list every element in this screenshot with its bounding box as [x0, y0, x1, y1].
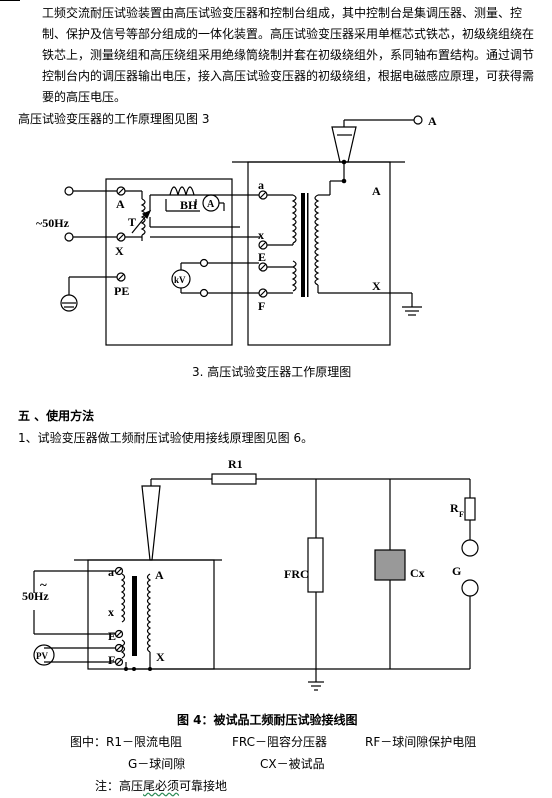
bushing-fig4	[141, 485, 161, 561]
output-A: A	[372, 184, 381, 198]
divider-FRC	[307, 537, 324, 593]
terminal-a: a	[258, 178, 264, 192]
label-50Hz: 50Hz	[22, 589, 49, 603]
legend-g: G－球间隙	[128, 757, 186, 771]
terminal-x: x	[258, 228, 264, 242]
frequency-label: ~50Hz	[36, 216, 70, 230]
label-FRC: FRC	[284, 567, 309, 581]
terminal-A-top: A	[428, 115, 437, 128]
iron-core	[301, 193, 305, 297]
resistor-R1	[211, 473, 257, 485]
top-rule	[0, 0, 20, 1]
label-x: x	[108, 605, 114, 619]
legend-cx: CX－被试品	[260, 757, 325, 771]
ac-symbol: ~	[40, 577, 47, 592]
label-RF: R	[450, 501, 459, 515]
label-Cx: Cx	[410, 566, 425, 580]
transformer-tank-fig4	[87, 559, 215, 670]
label-X: X	[156, 650, 165, 664]
label-G: G	[452, 564, 461, 578]
section5-item1: 1、试验变压器做工频耐压试验使用接线原理图见图 6。	[18, 431, 314, 445]
label-RF-subscript: F	[459, 510, 464, 519]
ammeter-label: A	[207, 199, 215, 210]
voltmeter-PV	[33, 644, 55, 666]
voltmeter-kV-label: kV	[174, 275, 186, 285]
legend-r1: 图中：R1－限流电阻	[70, 735, 182, 749]
figure4-caption: 图 4：被试品工频耐压试验接线图	[177, 713, 358, 727]
grounding-note: 注：高压尾必须可靠接地	[95, 777, 227, 794]
label-PV: PV	[36, 651, 48, 661]
label-F: F	[108, 653, 115, 667]
bushing	[331, 126, 357, 163]
note-prefix: 注：高压	[95, 779, 144, 793]
figure3-reference: 高压试验变压器的工作原理图见图 3	[18, 112, 210, 126]
legend-frc: FRC－阻容分压器	[232, 735, 328, 749]
intro-text: 工频交流耐压试验装置由高压试验变压器和控制台组成，其中控制台是集调压器、测量、控…	[42, 6, 535, 104]
control-box	[105, 178, 233, 346]
terminal-E: E	[258, 250, 266, 264]
section5-heading: 五 、使用方法	[18, 409, 95, 423]
label-R1: R1	[228, 457, 243, 471]
current-transformer-BH: BH	[180, 198, 198, 212]
terminal-PE: PE	[114, 284, 129, 298]
iron-core-fig4	[132, 576, 137, 656]
figure3-caption: 3. 高压试验变压器工作原理图	[192, 365, 352, 379]
transformer-tank	[247, 161, 391, 346]
terminal-X-left: X	[115, 244, 124, 258]
note-suffix: 可靠接地	[179, 779, 228, 793]
terminal-F: F	[258, 299, 265, 313]
sphere-gap-bottom	[461, 579, 479, 597]
figure4-diagram: R1 R F FRC Cx G ~ 50Hz a x E F A X PV	[22, 457, 479, 691]
terminal-A-left: A	[116, 197, 125, 211]
label-E: E	[108, 629, 116, 643]
legend-rf: RF－球间隙保护电阻	[365, 735, 477, 749]
label-a: a	[108, 565, 114, 579]
label-A: A	[155, 568, 164, 582]
test-object-Cx	[374, 549, 406, 581]
intro-paragraph: 工频交流耐压试验装置由高压试验变压器和控制台组成，其中控制台是集调压器、测量、控…	[18, 3, 538, 108]
resistor-RF	[464, 497, 476, 521]
output-X: X	[372, 279, 381, 293]
figure3-diagram: A ~50Hz A T X PE BH A kV a x E F A X	[36, 115, 437, 346]
note-emphasis: 尾必须	[143, 779, 180, 793]
regulator-T-label: T	[128, 215, 136, 229]
sphere-gap-top	[461, 539, 479, 557]
